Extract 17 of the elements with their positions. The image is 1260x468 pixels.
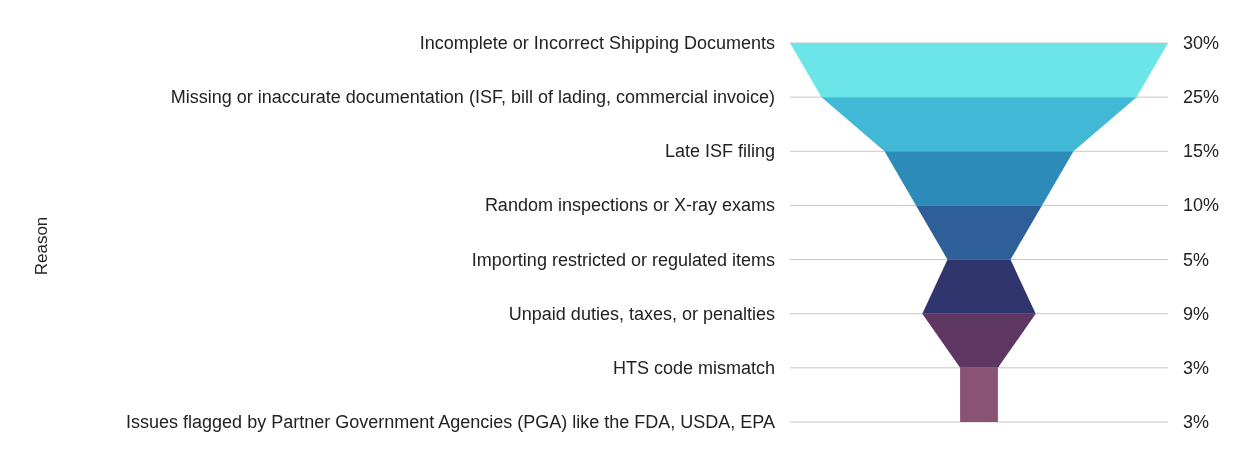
category-label: Issues flagged by Partner Government Agencies (PGA) like the FDA, USDA, EPA bbox=[126, 410, 775, 433]
value-label: 15% bbox=[1183, 140, 1220, 163]
value-label: 3% bbox=[1183, 410, 1209, 433]
category-label: Missing or inaccurate documentation (ISF, bill of lading, commercial invoice) bbox=[170, 86, 775, 109]
category-label: Random inspections or X-ray exams bbox=[484, 194, 775, 217]
value-label: 3% bbox=[1183, 356, 1209, 379]
category-label: Unpaid duties, taxes, or penalties bbox=[508, 302, 775, 325]
value-label: 30% bbox=[1183, 32, 1220, 54]
axis-title: Reason bbox=[31, 216, 53, 276]
category-label: Incomplete or Incorrect Shipping Documents bbox=[419, 32, 775, 54]
value-label: 9% bbox=[1183, 302, 1209, 325]
value-label: 10% bbox=[1183, 194, 1220, 217]
category-label: Importing restricted or regulated items bbox=[471, 248, 775, 271]
category-label: Late ISF filing bbox=[664, 140, 775, 163]
value-label: 25% bbox=[1183, 86, 1220, 109]
category-label: HTS code mismatch bbox=[612, 356, 775, 379]
value-label: 5% bbox=[1183, 248, 1209, 271]
